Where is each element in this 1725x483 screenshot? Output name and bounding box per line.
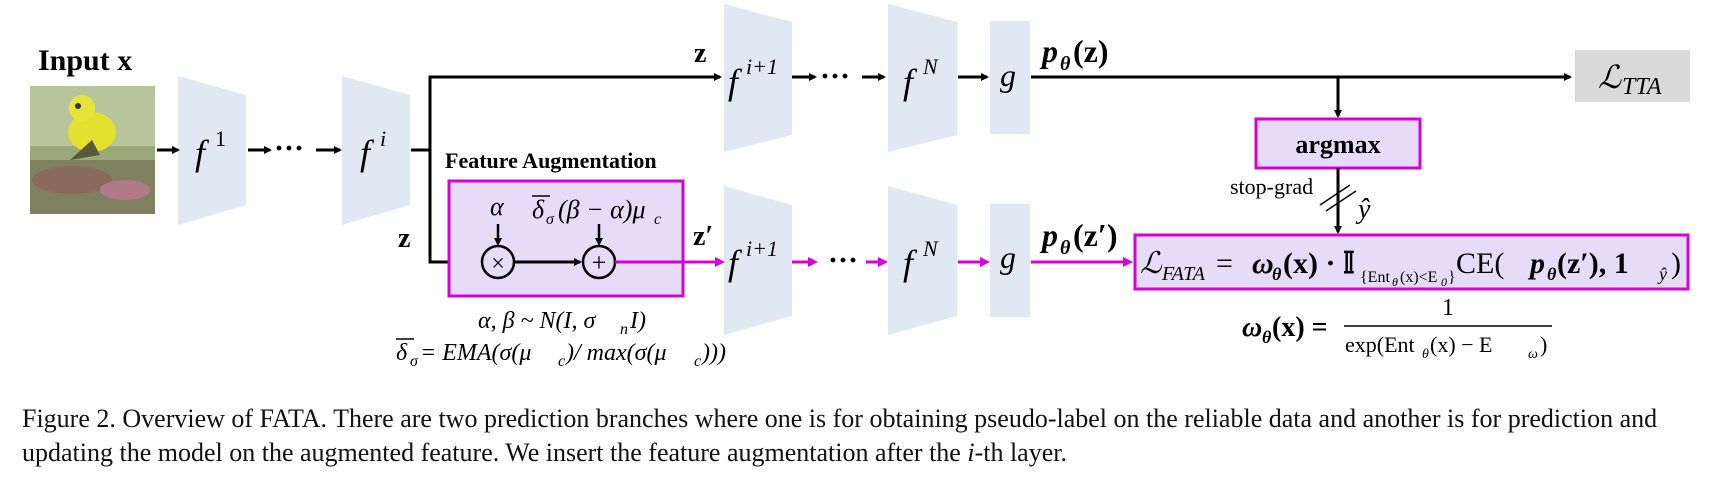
svg-text:c: c bbox=[654, 211, 661, 228]
fa-z-in: z bbox=[398, 223, 410, 254]
svg-text:0: 0 bbox=[1441, 275, 1447, 289]
svg-text:=: = bbox=[1216, 247, 1233, 280]
svg-text:c: c bbox=[558, 353, 565, 370]
fa-z-out: z′ bbox=[693, 221, 713, 252]
svg-text:{Ent: {Ent bbox=[1360, 269, 1390, 286]
stop-grad-mark-1 bbox=[1319, 184, 1351, 206]
svg-text:(β − α)μ: (β − α)μ bbox=[558, 195, 646, 224]
svg-text:(z′): (z′) bbox=[1073, 217, 1118, 253]
layer-fi1-top-shape bbox=[724, 4, 792, 152]
loss-tta-label: ℒ TTA bbox=[1598, 59, 1662, 100]
layer-fN-bot-shape bbox=[888, 186, 957, 335]
svg-text:CE(: CE( bbox=[1456, 247, 1504, 280]
layer-fi-shape bbox=[342, 76, 410, 225]
svg-text:N: N bbox=[922, 236, 939, 261]
svg-text:ℒ: ℒ bbox=[1140, 247, 1163, 280]
feature-aug-box bbox=[447, 179, 685, 298]
top-z-label: z bbox=[694, 38, 706, 69]
svg-text:δ: δ bbox=[532, 195, 545, 224]
loss-fata-box bbox=[1133, 233, 1690, 291]
svg-text:}: } bbox=[1448, 269, 1456, 286]
caption-text-1: Figure 2. Overview of FATA. There are tw… bbox=[22, 404, 1658, 467]
svg-text:θ: θ bbox=[1272, 264, 1282, 284]
ellipsis-bottom: ··· bbox=[828, 244, 858, 277]
svg-text:θ: θ bbox=[1262, 327, 1272, 347]
svg-text:p: p bbox=[1039, 217, 1058, 253]
svg-text:θ: θ bbox=[1392, 275, 1398, 289]
svg-text:(x) − E: (x) − E bbox=[1430, 332, 1493, 357]
fa-delta-expr: δ σ (β − α)μ c bbox=[532, 195, 661, 228]
layer-g-top-shape bbox=[990, 21, 1030, 134]
svg-text:θ: θ bbox=[1060, 53, 1071, 75]
plus-symbol: + bbox=[592, 248, 607, 277]
svg-text:FATA: FATA bbox=[1161, 263, 1206, 285]
bottom-output-label: p θ (z′) bbox=[1039, 217, 1118, 259]
layer-fN-top-shape bbox=[888, 4, 957, 152]
stop-grad-label: stop-grad bbox=[1230, 174, 1313, 199]
svg-text:(z): (z) bbox=[1073, 33, 1109, 69]
y-hat-label: ŷ bbox=[1355, 194, 1371, 225]
svg-text:i+1: i+1 bbox=[746, 54, 778, 79]
fa-alpha: α bbox=[490, 192, 505, 221]
svg-text:n: n bbox=[620, 321, 628, 338]
svg-text:= EMA(σ(μ: = EMA(σ(μ bbox=[420, 340, 531, 366]
svg-text:σ: σ bbox=[546, 211, 555, 228]
stop-grad-mark-2 bbox=[1325, 190, 1357, 212]
figure-caption: Figure 2. Overview of FATA. There are tw… bbox=[22, 402, 1712, 470]
layer-f1-shape bbox=[178, 76, 246, 225]
svg-text:p: p bbox=[1527, 247, 1545, 280]
caption-text-2: -th layer. bbox=[974, 438, 1067, 467]
svg-text:δ: δ bbox=[396, 340, 408, 366]
svg-text:N: N bbox=[922, 54, 939, 79]
svg-text:σ: σ bbox=[410, 353, 419, 370]
branch-top bbox=[428, 73, 722, 150]
svg-text:(x) · 𝕀: (x) · 𝕀 bbox=[1283, 247, 1355, 280]
svg-text:))): ))) bbox=[700, 340, 726, 366]
svg-text:1: 1 bbox=[215, 126, 226, 151]
svg-text:ŷ: ŷ bbox=[1657, 264, 1667, 284]
caption-text-i: i bbox=[967, 438, 975, 467]
svg-text:TTA: TTA bbox=[1622, 74, 1662, 100]
svg-text:(x) =: (x) = bbox=[1272, 312, 1328, 343]
svg-text:(z′), 1: (z′), 1 bbox=[1557, 247, 1629, 280]
loss-tta-box bbox=[1575, 50, 1690, 102]
feature-aug-title: Feature Augmentation bbox=[445, 148, 657, 173]
fa-ema: δ σ = EMA(σ(μ c )/ max(σ(μ c ))) bbox=[396, 338, 726, 370]
svg-text:α, β ~ N(I, σ: α, β ~ N(I, σ bbox=[478, 308, 597, 334]
layer-g-bot-shape bbox=[990, 204, 1030, 317]
argmax-box bbox=[1254, 117, 1422, 170]
svg-text:θ: θ bbox=[1422, 347, 1429, 362]
svg-text:ℒ: ℒ bbox=[1598, 59, 1622, 95]
svg-text:(x)<E: (x)<E bbox=[1400, 269, 1437, 286]
svg-text:i+1: i+1 bbox=[746, 236, 778, 261]
svg-text:θ: θ bbox=[1547, 264, 1557, 284]
layer-fi1-bot-shape bbox=[724, 186, 792, 335]
multiply-symbol: × bbox=[491, 251, 505, 277]
svg-text:exp(Ent: exp(Ent bbox=[1345, 332, 1415, 357]
svg-text:)/ max(σ(μ: )/ max(σ(μ bbox=[564, 340, 667, 366]
svg-text:p: p bbox=[1039, 33, 1058, 69]
ellipsis-top: ··· bbox=[820, 60, 850, 93]
loss-fata-formula: ℒ FATA = ω θ (x) · 𝕀 {Ent θ (x)<E 0 } CE… bbox=[1140, 247, 1681, 289]
fa-distribution: α, β ~ N(I, σ n I) bbox=[478, 308, 646, 338]
layer-g-top-label: g bbox=[1000, 57, 1016, 93]
input-label: Input x bbox=[38, 44, 132, 77]
ellipsis-1: ··· bbox=[274, 132, 304, 165]
svg-text:): ) bbox=[1540, 332, 1547, 357]
svg-text:θ: θ bbox=[1060, 237, 1071, 259]
svg-text:1: 1 bbox=[1442, 295, 1454, 321]
top-output-label: p θ (z) bbox=[1039, 33, 1109, 75]
svg-text:i: i bbox=[380, 126, 386, 151]
input-image bbox=[30, 86, 155, 214]
svg-text:ω: ω bbox=[1242, 312, 1262, 343]
svg-text:): ) bbox=[1671, 247, 1681, 280]
layer-g-bot-label: g bbox=[1000, 239, 1016, 275]
omega-definition: ω θ (x) = 1 exp(Ent θ (x) − E ω ) bbox=[1242, 295, 1552, 362]
svg-text:c: c bbox=[694, 353, 701, 370]
svg-text:ω: ω bbox=[1252, 247, 1274, 280]
fata-diagram: Input x f 1 f i f i+1 f N g f i+1 f N g … bbox=[30, 4, 1690, 370]
svg-text:I): I) bbox=[629, 308, 646, 334]
argmax-label: argmax bbox=[1295, 130, 1380, 159]
svg-text:ω: ω bbox=[1528, 347, 1538, 362]
